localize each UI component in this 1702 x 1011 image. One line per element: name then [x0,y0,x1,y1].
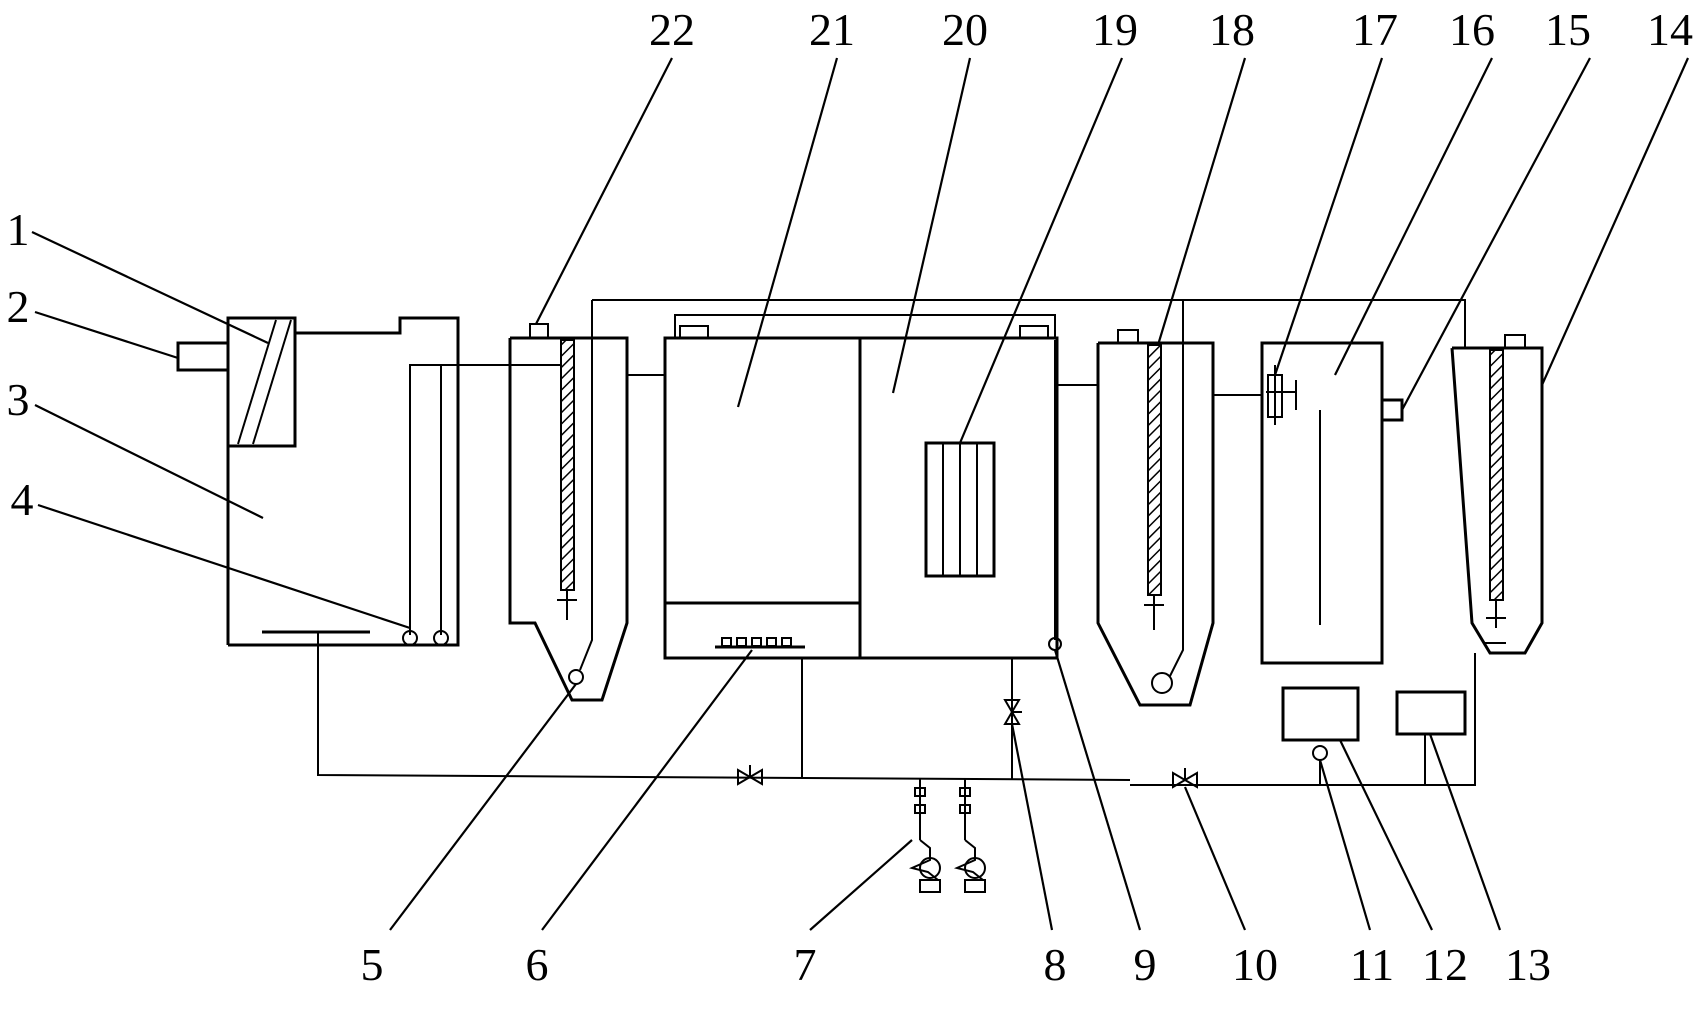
label-17: 17 [1352,4,1398,55]
labels: 1 2 3 4 5 6 7 8 9 10 11 12 13 14 15 16 1… [7,4,1694,990]
valve-left [737,765,763,786]
label-3: 3 [7,374,30,425]
box-12 [1281,686,1360,761]
hopper-tank-18 [1096,300,1215,707]
component-2-inlet-pipe [176,341,230,372]
label-20: 20 [942,4,988,55]
label-4: 4 [11,474,34,525]
label-15: 15 [1545,4,1591,55]
leader-lines [31,57,1690,931]
label-10: 10 [1232,939,1278,990]
component-1-inlet-box [226,316,297,448]
label-6: 6 [526,939,549,990]
top-return-pipe [592,299,1466,348]
component-6-aerator [715,637,805,649]
label-11: 11 [1350,939,1394,990]
component-10-valve [1172,768,1198,789]
label-2: 2 [7,281,30,332]
label-13: 13 [1505,939,1551,990]
component-19-media [924,441,996,578]
component-8-valve [1003,699,1022,725]
tank-21-20 [663,314,1059,660]
label-8: 8 [1044,939,1067,990]
hopper-tank-22 [508,300,629,702]
component-4-pumps [402,364,560,646]
bottom-pipe-network [317,632,1321,785]
label-21: 21 [809,4,855,55]
label-19: 19 [1092,4,1138,55]
label-14: 14 [1647,4,1693,55]
label-1: 1 [7,204,30,255]
label-7: 7 [794,939,817,990]
label-12: 12 [1422,939,1468,990]
label-9: 9 [1134,939,1157,990]
component-15-outlet [1380,398,1404,422]
component-7-pumps [908,778,986,893]
tank-14 [1130,334,1544,786]
label-16: 16 [1449,4,1495,55]
label-18: 18 [1209,4,1255,55]
label-5: 5 [361,939,384,990]
component-17-valve [1266,365,1297,425]
component-9-pump [1048,340,1062,651]
label-22: 22 [649,4,695,55]
tank-16 [1260,341,1384,665]
